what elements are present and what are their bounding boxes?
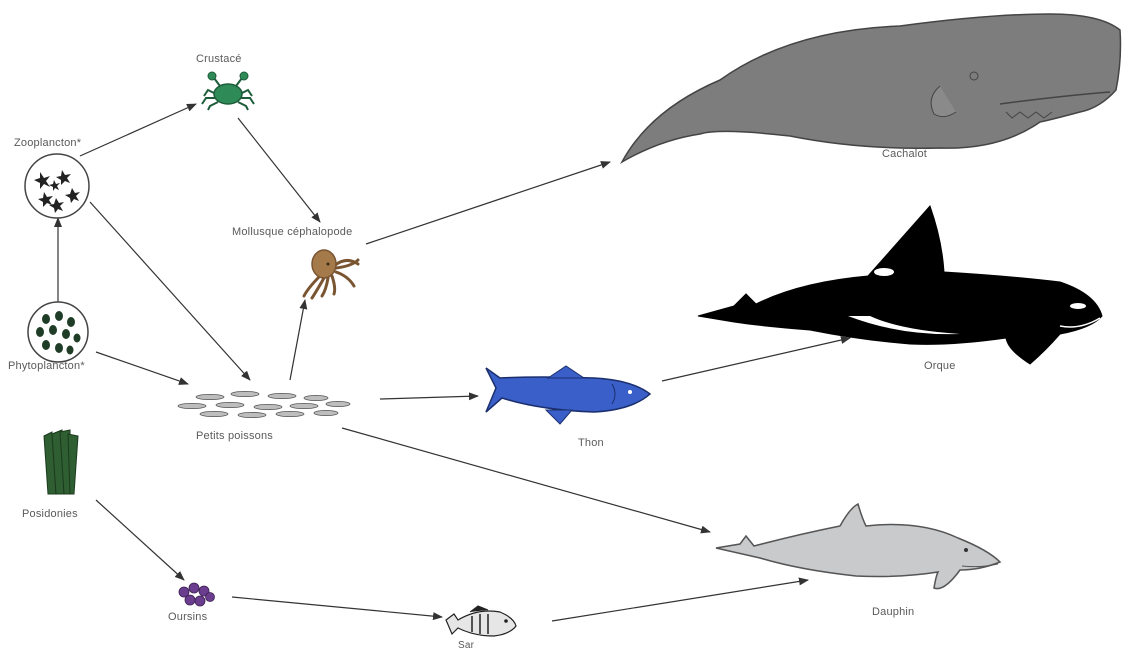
- arrow-zooplancton-crustace: [79, 103, 197, 157]
- arrow-petits-poissons-thon: [379, 392, 479, 401]
- label-dauphin: Dauphin: [872, 606, 915, 618]
- arrow-zooplancton-petits-poissons: [89, 201, 251, 381]
- arrow-phytoplancton-petits-poissons: [95, 351, 189, 385]
- arrows: [54, 103, 851, 622]
- label-petits-poissons: Petits poissons: [196, 430, 273, 442]
- label-mollusque-cephalopode: Mollusque céphalopode: [232, 226, 353, 238]
- orca-icon: [697, 205, 1103, 365]
- sperm-whale-icon: [620, 13, 1122, 164]
- seagrass-icon: [43, 429, 79, 495]
- arrow-oursins-sar: [231, 596, 443, 621]
- zooplancton-icon: [24, 153, 90, 219]
- sar-fish-icon: [445, 605, 517, 637]
- small-fish-school-icon: [177, 390, 351, 418]
- urchins-icon: [178, 582, 215, 607]
- label-zooplancton: Zooplancton*: [14, 137, 82, 149]
- label-oursins: Oursins: [168, 611, 208, 623]
- phytoplancton-icon: [27, 301, 89, 363]
- arrow-petits-poissons-dauphin: [341, 427, 711, 534]
- label-sar: Sar: [458, 640, 475, 651]
- crab-icon: [201, 71, 255, 111]
- dolphin-icon: [715, 502, 1002, 590]
- arrow-crustace-mollusque: [237, 117, 321, 223]
- label-orque: Orque: [924, 360, 956, 372]
- octopus-icon: [302, 249, 360, 300]
- label-thon: Thon: [578, 437, 604, 449]
- arrow-posidonies-oursins: [95, 499, 185, 581]
- tuna-icon: [485, 365, 652, 425]
- arrow-thon-orque: [661, 336, 851, 382]
- arrow-petits-poissons-mollusque: [289, 299, 308, 381]
- label-posidonies: Posidonies: [22, 508, 78, 520]
- arrow-mollusque-cachalot: [365, 161, 611, 245]
- arrow-sar-dauphin: [551, 577, 809, 622]
- label-crustace: Crustacé: [196, 53, 242, 65]
- label-cachalot: Cachalot: [882, 148, 928, 160]
- label-phytoplancton: Phytoplancton*: [8, 360, 85, 372]
